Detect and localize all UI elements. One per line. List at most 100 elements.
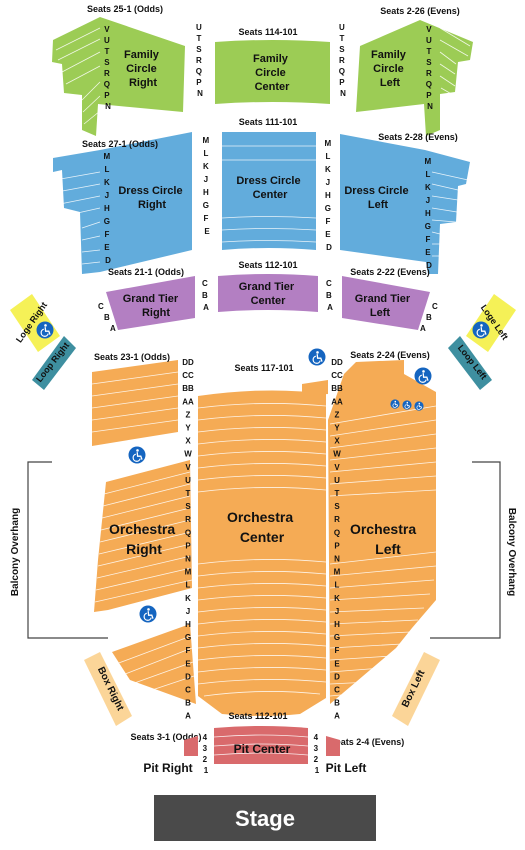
- orchestra-center-section[interactable]: Orchestra Center: [197, 380, 328, 716]
- pit-rows-right: 4 3 2 1: [203, 733, 210, 775]
- grand-tier-center-label: Grand Tier Center: [239, 281, 298, 307]
- orchestra-left-label: Orchestra Left: [350, 521, 420, 557]
- orchestra-row-label-right: J: [186, 607, 190, 616]
- wheelchair-icon: [413, 400, 425, 412]
- box-left-shape: [392, 652, 440, 726]
- pit-center-seats: Seats 112-101: [228, 711, 287, 721]
- orchestra-row-label-right: P: [185, 541, 191, 550]
- orchestra-row-label-left: CC: [331, 371, 343, 380]
- orchestra-row-label-right: CC: [182, 371, 194, 380]
- orchestra-row-label-right: E: [185, 659, 191, 668]
- grand-tier-left-section[interactable]: Grand Tier Left: [342, 276, 430, 330]
- balcony-overhang-line-right: [27, 461, 108, 639]
- dress-circle-left-section[interactable]: Dress Circle Left: [340, 134, 470, 274]
- pit-left-label: Pit Left: [326, 761, 367, 775]
- pit-right-seats: Seats 3-1 (Odds): [130, 732, 201, 742]
- orchestra-row-label-right: U: [185, 476, 191, 485]
- dress-circle-right-rows: M L K J H G F E D: [104, 152, 113, 265]
- grand-tier-left-label: Grand Tier Left: [355, 293, 414, 319]
- orchestra-row-label-right: V: [185, 463, 191, 472]
- dress-circle-left-label: Dress Circle Left: [344, 185, 411, 211]
- dress-circle-center-section[interactable]: Dress Circle Center: [221, 132, 317, 250]
- wheelchair-icon: [35, 320, 55, 340]
- orchestra-row-label-right: Q: [185, 528, 191, 537]
- grand-tier-right-section[interactable]: Grand Tier Right: [106, 276, 195, 330]
- dress-circle-right-shape: [53, 132, 192, 274]
- orchestra-left-section[interactable]: Orchestra Left: [328, 360, 437, 704]
- orchestra-center-seats: Seats 117-101: [234, 363, 293, 373]
- pit-center-section[interactable]: Pit Center: [213, 726, 309, 764]
- grand-tier-left-rows: C B A: [420, 302, 440, 333]
- orchestra-row-label-left: BB: [331, 384, 343, 393]
- loop-left-shape: [448, 336, 492, 390]
- family-circle-center-section[interactable]: Family Circle Center: [215, 40, 330, 104]
- orchestra-row-label-right: R: [185, 515, 191, 524]
- orchestra-center-shape: [198, 390, 326, 716]
- orchestra-row-label-left: F: [335, 646, 340, 655]
- orchestra-row-label-right: BB: [182, 384, 194, 393]
- grand-tier-right-label: Grand Tier Right: [123, 293, 182, 319]
- grand-tier-center-section[interactable]: Grand Tier Center: [218, 274, 318, 312]
- orchestra-row-label-right: L: [186, 581, 191, 590]
- family-circle-center-rows-left: U T S R Q P N: [339, 23, 347, 98]
- family-circle-right-shape: [52, 17, 185, 136]
- dress-circle-right-section[interactable]: Dress Circle Right: [53, 132, 192, 274]
- dress-circle-right-seats: Seats 27-1 (Odds): [82, 139, 158, 149]
- wheelchair-icon: [127, 445, 147, 465]
- pit-left-section[interactable]: [326, 736, 340, 756]
- stage-shape: [154, 795, 376, 841]
- orchestra-row-label-right: AA: [182, 397, 194, 406]
- orchestra-row-label-left: W: [333, 450, 341, 459]
- orchestra-row-label-right: H: [185, 620, 191, 629]
- pit-right-shape: [184, 736, 198, 756]
- orchestra-row-label-left: DD: [331, 358, 343, 367]
- orchestra-row-label-left: V: [334, 463, 340, 472]
- grand-tier-left-shape: [342, 276, 430, 330]
- orchestra-left-shape: [328, 360, 436, 704]
- orchestra-row-label-left: Y: [334, 424, 340, 433]
- orchestra-row-label-left: R: [334, 515, 340, 524]
- family-circle-right-section[interactable]: Family Circle Right: [52, 17, 185, 136]
- grand-tier-center-rows-left: C B A: [326, 279, 334, 312]
- family-circle-center-rows-right: U T S R Q P N: [196, 23, 204, 98]
- orchestra-row-label-left: H: [334, 620, 340, 629]
- grand-tier-right-shape: [106, 276, 195, 330]
- wheelchair-icon: [471, 320, 491, 340]
- pit-right-label: Pit Right: [143, 761, 192, 775]
- orchestra-row-label-left: A: [334, 712, 340, 721]
- orchestra-right-label: Orchestra Right: [109, 521, 179, 557]
- grand-tier-right-rows: C B A: [98, 302, 116, 333]
- orchestra-center-box-shape: [302, 380, 328, 396]
- orchestra-row-label-left: K: [334, 594, 340, 603]
- grand-tier-center-seats: Seats 112-101: [238, 260, 297, 270]
- orchestra-row-label-right: Y: [185, 424, 191, 433]
- grand-tier-center-shape: [218, 274, 318, 312]
- orchestra-row-label-right: N: [185, 555, 191, 564]
- dress-circle-left-shape: [340, 134, 470, 274]
- orchestra-right-seats: Seats 23-1 (Odds): [94, 352, 170, 362]
- family-circle-center-seats: Seats 114-101: [238, 27, 297, 37]
- orchestra-row-label-left: M: [334, 568, 341, 577]
- loge-right-section[interactable]: Loge Right: [10, 294, 60, 352]
- balcony-overhang-left-label: Balcony Overhang: [506, 508, 517, 596]
- loge-left-section[interactable]: Loge Left: [466, 294, 516, 352]
- family-circle-center-shape: [215, 40, 330, 104]
- orchestra-row-label-right: D: [185, 672, 191, 681]
- pit-right-section[interactable]: [184, 736, 198, 756]
- orchestra-right-section[interactable]: Orchestra Right: [91, 360, 196, 704]
- orchestra-center-label: Orchestra Center: [227, 509, 297, 545]
- box-left-section[interactable]: Box Left: [392, 652, 440, 726]
- balcony-overhang-line-left: [430, 461, 501, 639]
- orchestra-row-label-right: C: [185, 686, 191, 695]
- family-circle-right-rows: V U T S R Q P N: [104, 25, 112, 111]
- orchestra-row-label-left: S: [334, 502, 340, 511]
- orchestra-row-label-right: S: [185, 502, 191, 511]
- family-circle-left-section[interactable]: Family Circle Left: [356, 20, 473, 136]
- orchestra-row-label-left: Z: [335, 410, 340, 419]
- orchestra-row-label-right: B: [185, 699, 191, 708]
- wheelchair-icon: [401, 399, 413, 411]
- stage: Stage: [154, 795, 376, 841]
- dress-circle-center-shape: [222, 132, 316, 250]
